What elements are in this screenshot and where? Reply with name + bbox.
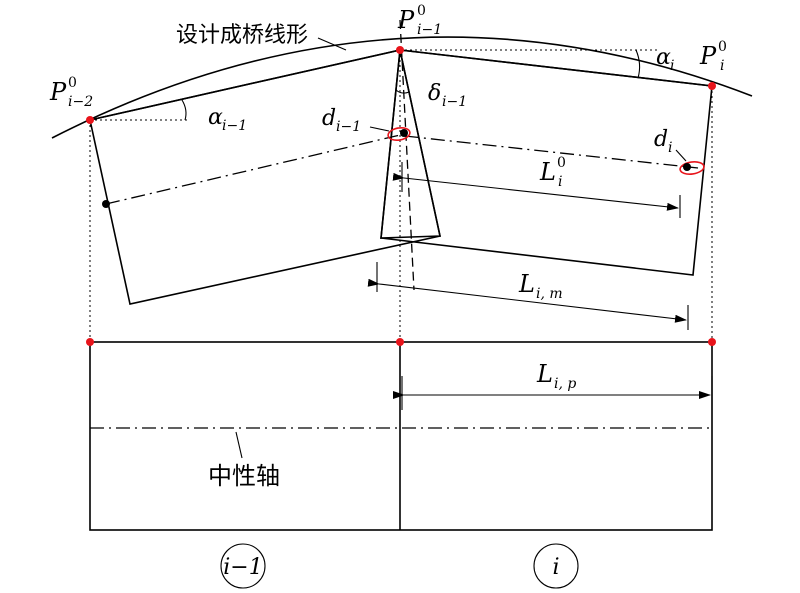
svg-text:i: i bbox=[720, 58, 724, 74]
node-bottom-left bbox=[86, 338, 94, 346]
svg-text:i−2: i−2 bbox=[68, 94, 93, 110]
label-L-i-m: L i, m bbox=[518, 270, 563, 302]
d-prev-point bbox=[400, 129, 408, 137]
d-curr-ellipse bbox=[679, 161, 705, 175]
alpha-arc-left bbox=[181, 99, 187, 121]
svg-text:0: 0 bbox=[68, 75, 77, 91]
label-alpha-i: α i bbox=[656, 45, 674, 74]
neutral-axis-label: 中性轴 bbox=[208, 462, 280, 490]
alpha-arc-right bbox=[635, 49, 641, 79]
segment-left-center-point bbox=[102, 200, 110, 208]
label-L-i-0: L 0 i bbox=[539, 155, 566, 190]
label-delta-i-1: δ i−1 bbox=[428, 81, 467, 110]
d-curr-point bbox=[683, 163, 691, 171]
dim-L0-arrow bbox=[392, 172, 679, 211]
svg-text:i−1: i−1 bbox=[442, 94, 467, 110]
svg-text:0: 0 bbox=[557, 155, 566, 171]
svg-text:i−1: i−1 bbox=[417, 22, 442, 38]
svg-text:i−1: i−1 bbox=[336, 119, 361, 135]
svg-text:α: α bbox=[656, 45, 671, 70]
svg-text:0: 0 bbox=[417, 3, 426, 19]
label-P-i: P 0 i bbox=[699, 39, 727, 74]
segment-curr-label: i bbox=[552, 555, 559, 580]
label-P-i-1: P 0 i−1 bbox=[397, 3, 442, 38]
center-axis-right bbox=[404, 135, 699, 169]
label-alpha-i-1: α i−1 bbox=[208, 105, 247, 134]
svg-text:d: d bbox=[654, 127, 668, 152]
svg-text:δ: δ bbox=[428, 81, 441, 106]
svg-text:P: P bbox=[699, 42, 717, 70]
d-prev-ellipse bbox=[387, 126, 411, 142]
svg-text:α: α bbox=[208, 105, 223, 130]
svg-text:L: L bbox=[536, 360, 553, 388]
svg-text:i, p: i, p bbox=[554, 376, 576, 392]
svg-text:d: d bbox=[322, 106, 336, 131]
svg-text:L: L bbox=[539, 158, 556, 186]
segment-prev-circle bbox=[220, 543, 266, 589]
node-P-i bbox=[708, 82, 716, 90]
node-bottom-mid bbox=[396, 338, 404, 346]
segment-prev-label: i−1 bbox=[223, 555, 262, 580]
svg-text:i, m: i, m bbox=[536, 286, 563, 302]
segment-curr-circle bbox=[533, 543, 579, 589]
svg-text:0: 0 bbox=[718, 39, 727, 55]
d-curr-leader bbox=[675, 149, 687, 162]
center-axis-left bbox=[105, 134, 401, 205]
curve-label-leader bbox=[317, 37, 347, 51]
delta-arc bbox=[395, 89, 410, 94]
svg-text:i: i bbox=[670, 58, 674, 74]
label-d-i: d i bbox=[654, 127, 672, 156]
label-P-i-2: P 0 i−2 bbox=[49, 75, 93, 110]
svg-text:i−1: i−1 bbox=[222, 118, 247, 134]
node-P-i-1 bbox=[396, 46, 404, 54]
label-L-i-p: L i, p bbox=[536, 360, 576, 392]
node-bottom-right bbox=[708, 338, 716, 346]
dim-Lm-arrow bbox=[367, 278, 687, 323]
svg-text:L: L bbox=[518, 270, 535, 298]
segment-right-outline bbox=[380, 49, 713, 276]
svg-text:i: i bbox=[558, 174, 562, 190]
curve-name-label: 设计成桥线形 bbox=[176, 23, 308, 48]
svg-text:i: i bbox=[668, 140, 672, 156]
svg-text:P: P bbox=[49, 78, 67, 106]
neutral-frame bbox=[89, 341, 713, 531]
svg-text:P: P bbox=[397, 6, 415, 34]
neutral-axis-leader bbox=[235, 431, 243, 459]
d-prev-leader bbox=[369, 126, 390, 132]
label-d-i-1: d i−1 bbox=[322, 106, 361, 135]
node-P-i-2 bbox=[86, 116, 94, 124]
vertical-dashed bbox=[399, 19, 415, 291]
